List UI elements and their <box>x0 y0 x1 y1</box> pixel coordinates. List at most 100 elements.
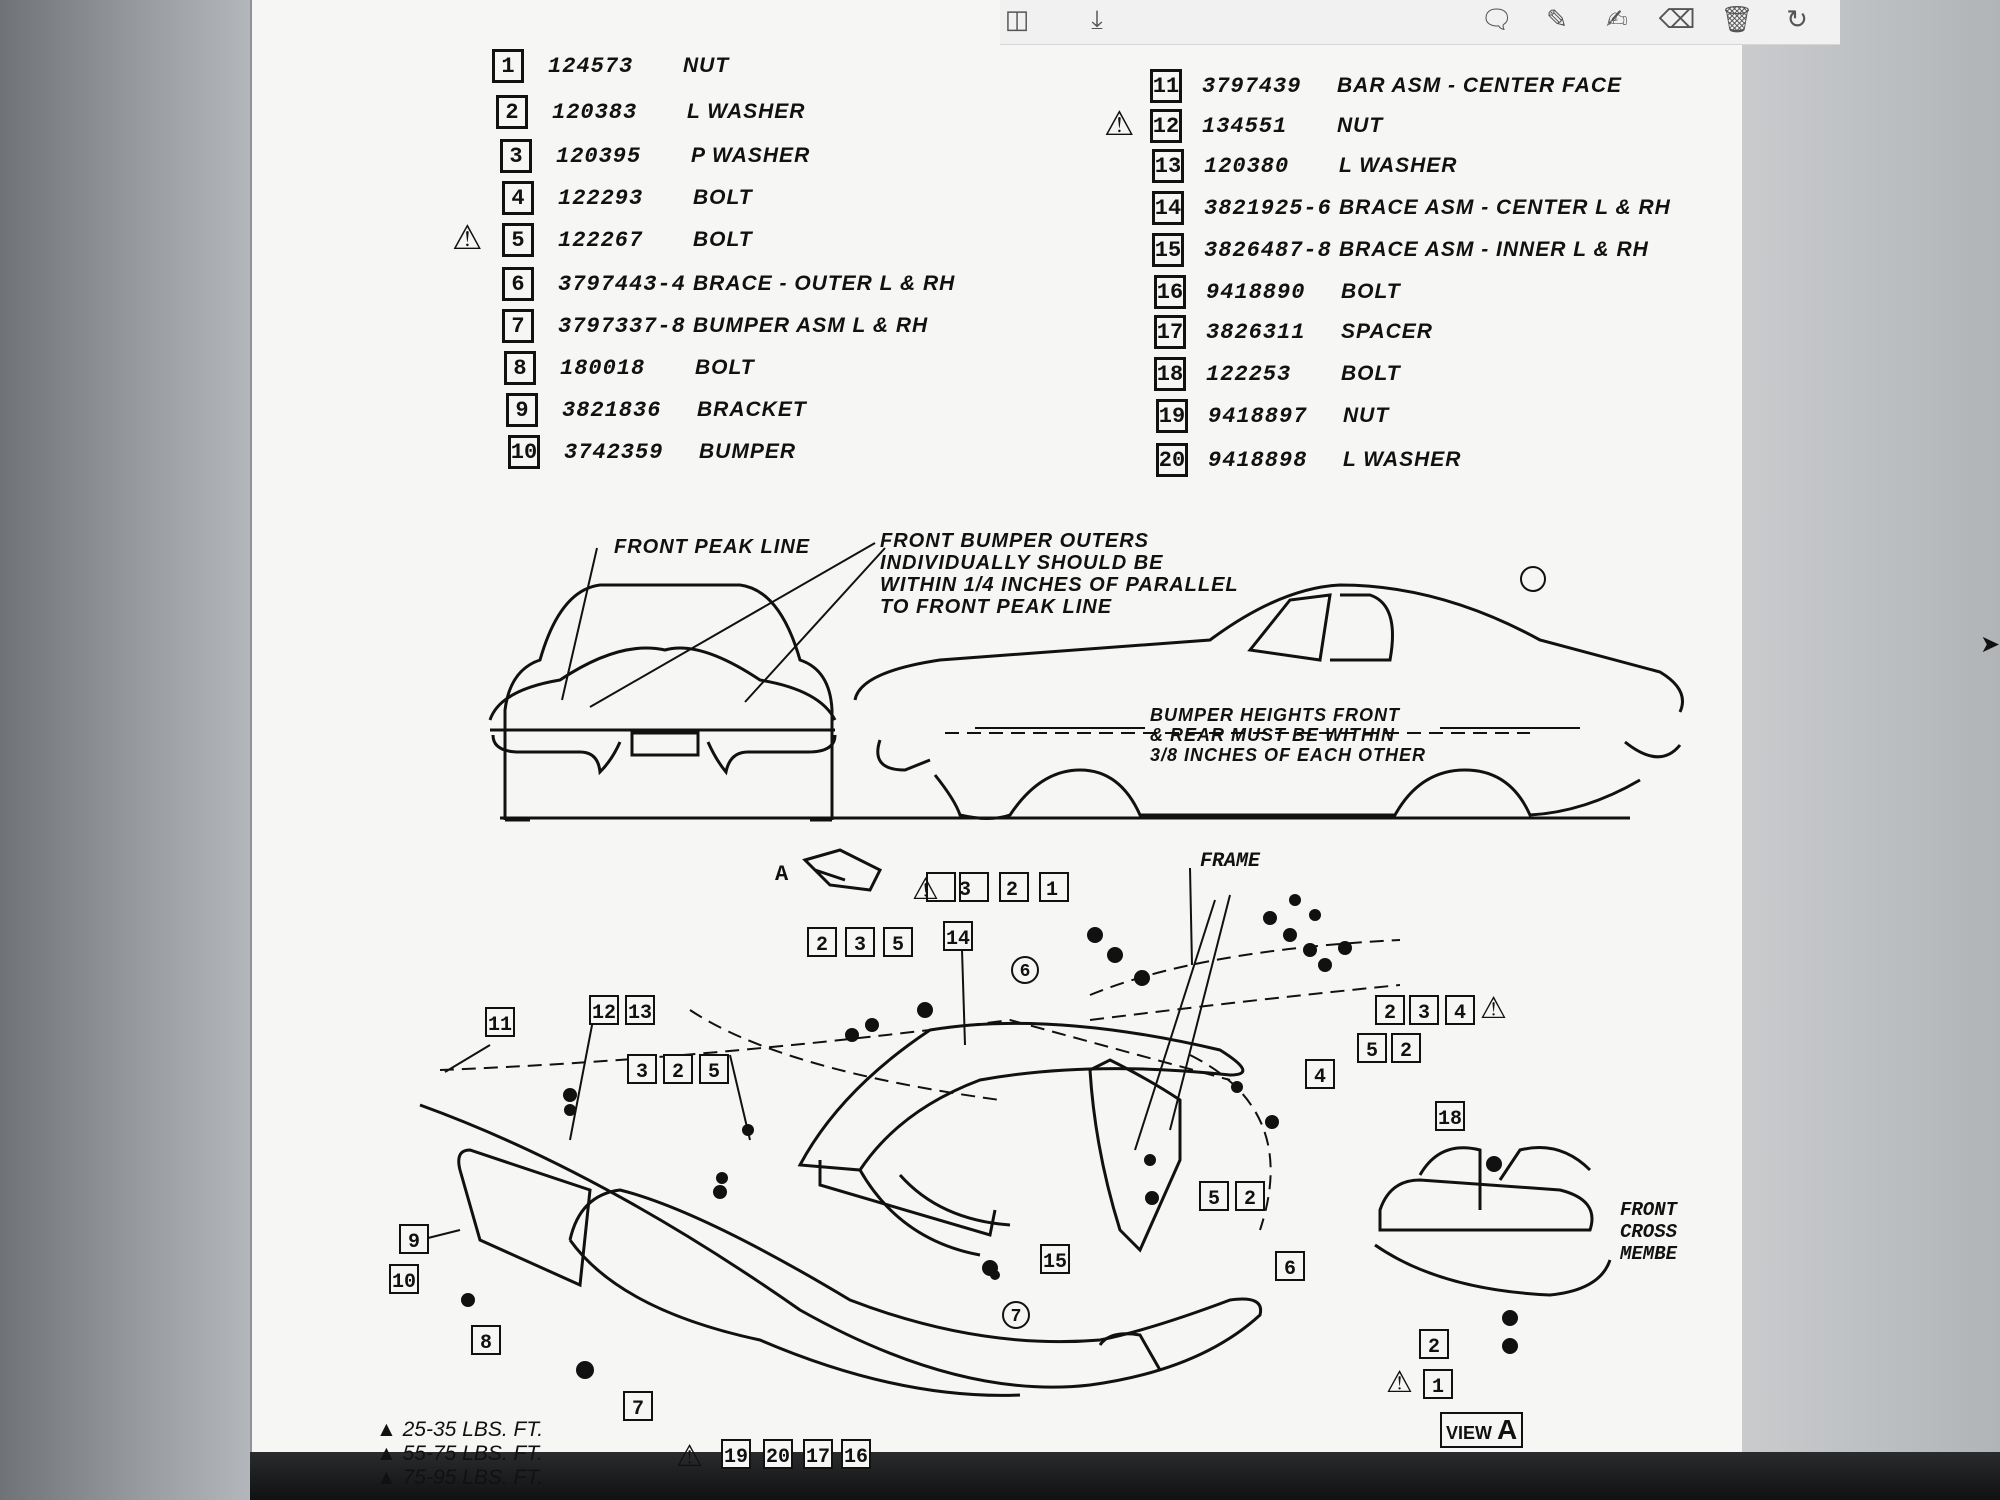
view-letter: A <box>1497 1414 1518 1445</box>
part-description: BRACE ASM - INNER L & RH <box>1339 238 1649 261</box>
rotate-icon[interactable]: ↻ <box>1786 5 1808 35</box>
bumper-heights-note: BUMPER HEIGHTS FRONT & REAR MUST BE WITH… <box>1150 705 1426 765</box>
monitor-bezel-right <box>1742 0 2000 1500</box>
part-number: 3826311 <box>1206 319 1306 345</box>
part-description: BOLT <box>695 356 755 379</box>
svg-text:10: 10 <box>392 1271 416 1294</box>
page-view-icon[interactable]: ◫ <box>1004 5 1030 35</box>
callout-number: 19 <box>1156 399 1188 433</box>
part-description: BRACE ASM - CENTER L & RH <box>1339 196 1671 219</box>
mouse-cursor-icon: ➤ <box>1980 631 2000 658</box>
callout-number: 18 <box>1154 357 1186 391</box>
callout-number: 12 <box>1150 109 1182 143</box>
part-description: BOLT <box>1341 280 1401 303</box>
view-a-label: VIEW A <box>1440 1412 1524 1448</box>
part-description: BOLT <box>1341 362 1401 385</box>
svg-text:11: 11 <box>488 1014 512 1037</box>
callout-number: 7 <box>502 309 534 343</box>
delete-icon[interactable]: 🗑 <box>1720 5 1754 35</box>
torque-warning-icon: ⚠ <box>1104 104 1135 144</box>
part-description: BRACKET <box>697 398 807 421</box>
svg-text:1: 1 <box>1046 879 1058 902</box>
callout-number: 1 <box>492 49 524 83</box>
torque-spec-3: ▲ 75-95 LBS. FT. <box>376 1466 544 1489</box>
svg-text:4: 4 <box>1454 1002 1466 1025</box>
part-description: NUT <box>683 54 730 77</box>
part-description: BUMPER ASM L & RH <box>693 314 929 337</box>
svg-text:14: 14 <box>946 928 970 951</box>
part-number: 9418890 <box>1206 279 1306 305</box>
svg-text:2: 2 <box>1384 1002 1396 1025</box>
monitor-bezel-bottom <box>250 1452 2000 1500</box>
svg-text:7: 7 <box>632 1398 644 1421</box>
highlight-icon[interactable]: ✎ <box>1546 5 1568 35</box>
erase-icon[interactable]: ⌫ <box>1658 5 1696 35</box>
svg-text:19: 19 <box>724 1446 748 1469</box>
part-number: 134551 <box>1202 113 1288 139</box>
draw-icon[interactable]: ✍ <box>1606 5 1628 35</box>
cross-member-label: FRONT <box>1620 1199 1679 1221</box>
svg-text:⚠: ⚠ <box>676 1439 703 1474</box>
cross-member-label: CROSS <box>1620 1221 1678 1243</box>
callout-number: 16 <box>1154 275 1186 309</box>
callout-number: 9 <box>506 393 538 427</box>
callout-A: A <box>775 862 789 887</box>
part-row: 16 9418890 BOLT <box>1154 274 1401 310</box>
part-description: NUT <box>1343 404 1390 427</box>
svg-text:2: 2 <box>1428 1336 1440 1359</box>
part-number: 122267 <box>558 227 644 253</box>
part-row: 13 120380 L WASHER <box>1152 148 1457 184</box>
part-number: 120383 <box>552 99 638 125</box>
svg-text:18: 18 <box>1438 1108 1462 1131</box>
svg-text:2: 2 <box>1400 1040 1412 1063</box>
part-row: 18 122253 BOLT <box>1154 356 1401 392</box>
callout-number: 10 <box>508 435 540 469</box>
part-description: L WASHER <box>687 100 806 123</box>
svg-text:5: 5 <box>1208 1188 1220 1211</box>
part-number: 3821836 <box>562 397 662 423</box>
part-number: 120380 <box>1204 153 1290 179</box>
svg-text:4: 4 <box>1314 1066 1326 1089</box>
svg-text:⚠: ⚠ <box>1480 991 1507 1026</box>
callout-number: 20 <box>1156 443 1188 477</box>
cross-member-label: MEMBE <box>1619 1243 1678 1265</box>
front-bumper-outers-note: FRONT BUMPER OUTERS INDIVIDUALLY SHOULD … <box>880 530 1239 618</box>
svg-text:3: 3 <box>959 879 971 902</box>
callout-number: 4 <box>502 181 534 215</box>
part-description: SPACER <box>1341 320 1433 343</box>
part-description: BAR ASM - CENTER FACE <box>1337 74 1623 97</box>
note-line: BUMPER HEIGHTS FRONT <box>1150 705 1401 725</box>
note-line: INDIVIDUALLY SHOULD BE <box>880 552 1164 574</box>
svg-text:3: 3 <box>636 1061 648 1084</box>
svg-text:6: 6 <box>1020 962 1031 982</box>
callout-number: 13 <box>1152 149 1184 183</box>
download-icon[interactable]: ⤓ <box>1091 4 1103 35</box>
part-row: 12 134551 NUT <box>1150 108 1383 144</box>
part-row: 9 3821836 BRACKET <box>506 392 807 428</box>
svg-text:5: 5 <box>708 1061 720 1084</box>
part-description: BUMPER <box>699 440 797 463</box>
torque-spec-1: ▲ 25-35 LBS. FT. <box>376 1418 544 1441</box>
part-number: 122253 <box>1206 361 1292 387</box>
svg-text:1: 1 <box>1432 1376 1444 1399</box>
svg-text:13: 13 <box>628 1002 652 1025</box>
torque-value: 25-35 LBS. FT. <box>402 1418 544 1441</box>
callout-number: 14 <box>1152 191 1184 225</box>
comment-icon[interactable]: 🗨 <box>1480 5 1514 35</box>
part-number: 120395 <box>556 143 642 169</box>
svg-text:5: 5 <box>892 934 904 957</box>
part-description: NUT <box>1337 114 1384 137</box>
svg-text:3: 3 <box>854 934 866 957</box>
svg-text:2: 2 <box>672 1061 684 1084</box>
torque-spec-2: ▲ 55-75 LBS. FT. <box>376 1442 544 1465</box>
svg-text:⚠: ⚠ <box>912 872 939 907</box>
part-description: L WASHER <box>1339 154 1458 177</box>
